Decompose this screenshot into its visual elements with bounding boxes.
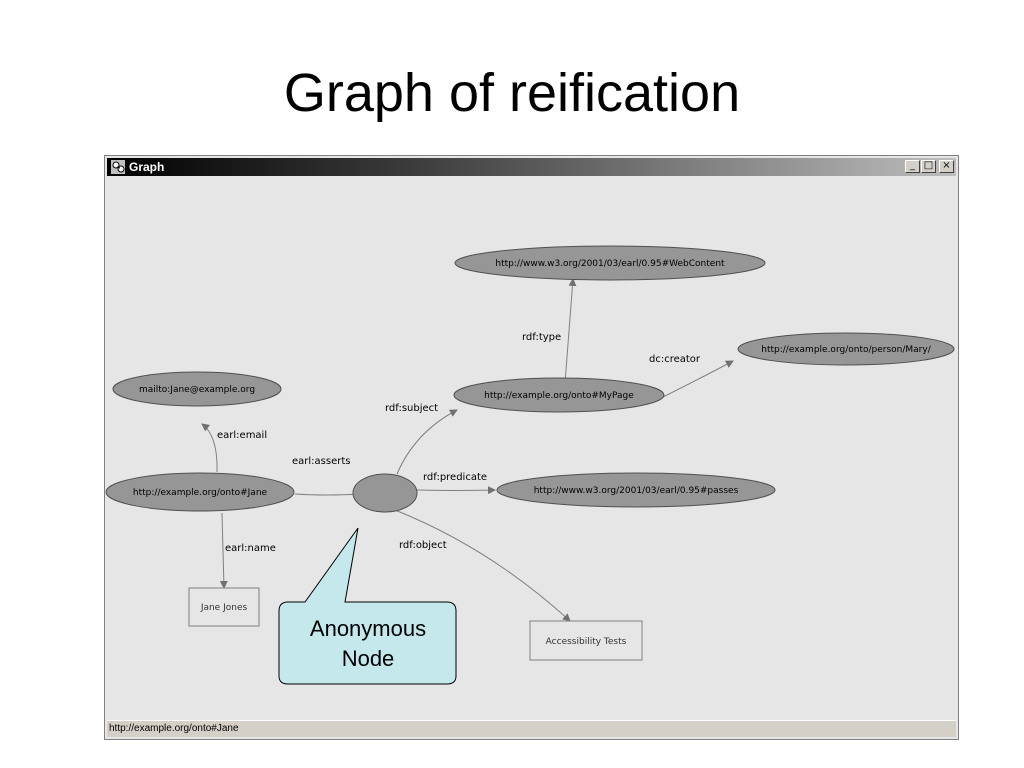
node-mary[interactable]	[737, 332, 955, 366]
node-webcontent[interactable]	[454, 245, 766, 281]
graph-app-icon	[111, 160, 125, 174]
label-earl-asserts: earl:asserts	[292, 456, 350, 467]
literal-jane-jones[interactable]	[188, 587, 260, 627]
edge-rdf-object	[394, 509, 571, 622]
node-mypage[interactable]	[453, 377, 665, 413]
text-accessibility-tests: Accessibility Tests	[546, 637, 627, 647]
edge-rdf-subject	[396, 409, 458, 475]
label-rdf-object: rdf:object	[399, 540, 447, 551]
edge-earl-email	[201, 423, 218, 473]
maximize-icon: □	[923, 160, 934, 171]
text-webcontent: http://www.w3.org/2001/03/earl/0.95#WebC…	[495, 259, 725, 269]
node-jane[interactable]	[105, 472, 295, 512]
graph-canvas[interactable]: rdf:type dc:creator rdf:subject earl:ema…	[105, 176, 958, 721]
label-earl-email: earl:email	[217, 430, 267, 441]
text-jane-jones: Jane Jones	[200, 603, 248, 613]
minimize-icon: _	[910, 160, 915, 171]
label-rdf-subject: rdf:subject	[385, 403, 438, 414]
maximize-button[interactable]: □	[921, 160, 936, 173]
window-titlebar[interactable]: Graph _ □ ×	[107, 158, 956, 176]
graph-window: Graph _ □ × rdf:type dc:creator rdf:subj…	[104, 155, 959, 740]
text-mary: http://example.org/onto/person/Mary/	[761, 345, 931, 355]
literal-accessibility-tests[interactable]	[529, 620, 643, 661]
close-icon: ×	[942, 160, 951, 171]
label-dc-creator: dc:creator	[649, 354, 701, 365]
node-anonymous[interactable]	[352, 473, 418, 513]
label-rdf-type: rdf:type	[522, 332, 561, 343]
slide-title: Graph of reification	[283, 63, 741, 123]
text-jane: http://example.org/onto#Jane	[133, 488, 268, 498]
text-passes: http://www.w3.org/2001/03/earl/0.95#pass…	[534, 486, 739, 496]
edge-earl-name	[219, 512, 228, 589]
edge-dc-creator	[662, 360, 734, 398]
edge-rdf-predicate	[416, 486, 496, 495]
window-title: Graph	[129, 160, 165, 174]
text-mypage: http://example.org/onto#MyPage	[484, 391, 634, 401]
edge-rdf-type	[564, 278, 577, 384]
status-bar: http://example.org/onto#Jane	[107, 720, 956, 737]
label-rdf-predicate: rdf:predicate	[423, 472, 487, 483]
node-mailto[interactable]	[112, 371, 282, 407]
label-earl-name: earl:name	[225, 543, 276, 554]
close-button[interactable]: ×	[939, 160, 954, 173]
node-passes[interactable]	[496, 472, 776, 508]
edge-earl-asserts	[294, 490, 362, 499]
minimize-button[interactable]: _	[905, 160, 920, 173]
text-mailto: mailto:Jane@example.org	[139, 385, 255, 395]
